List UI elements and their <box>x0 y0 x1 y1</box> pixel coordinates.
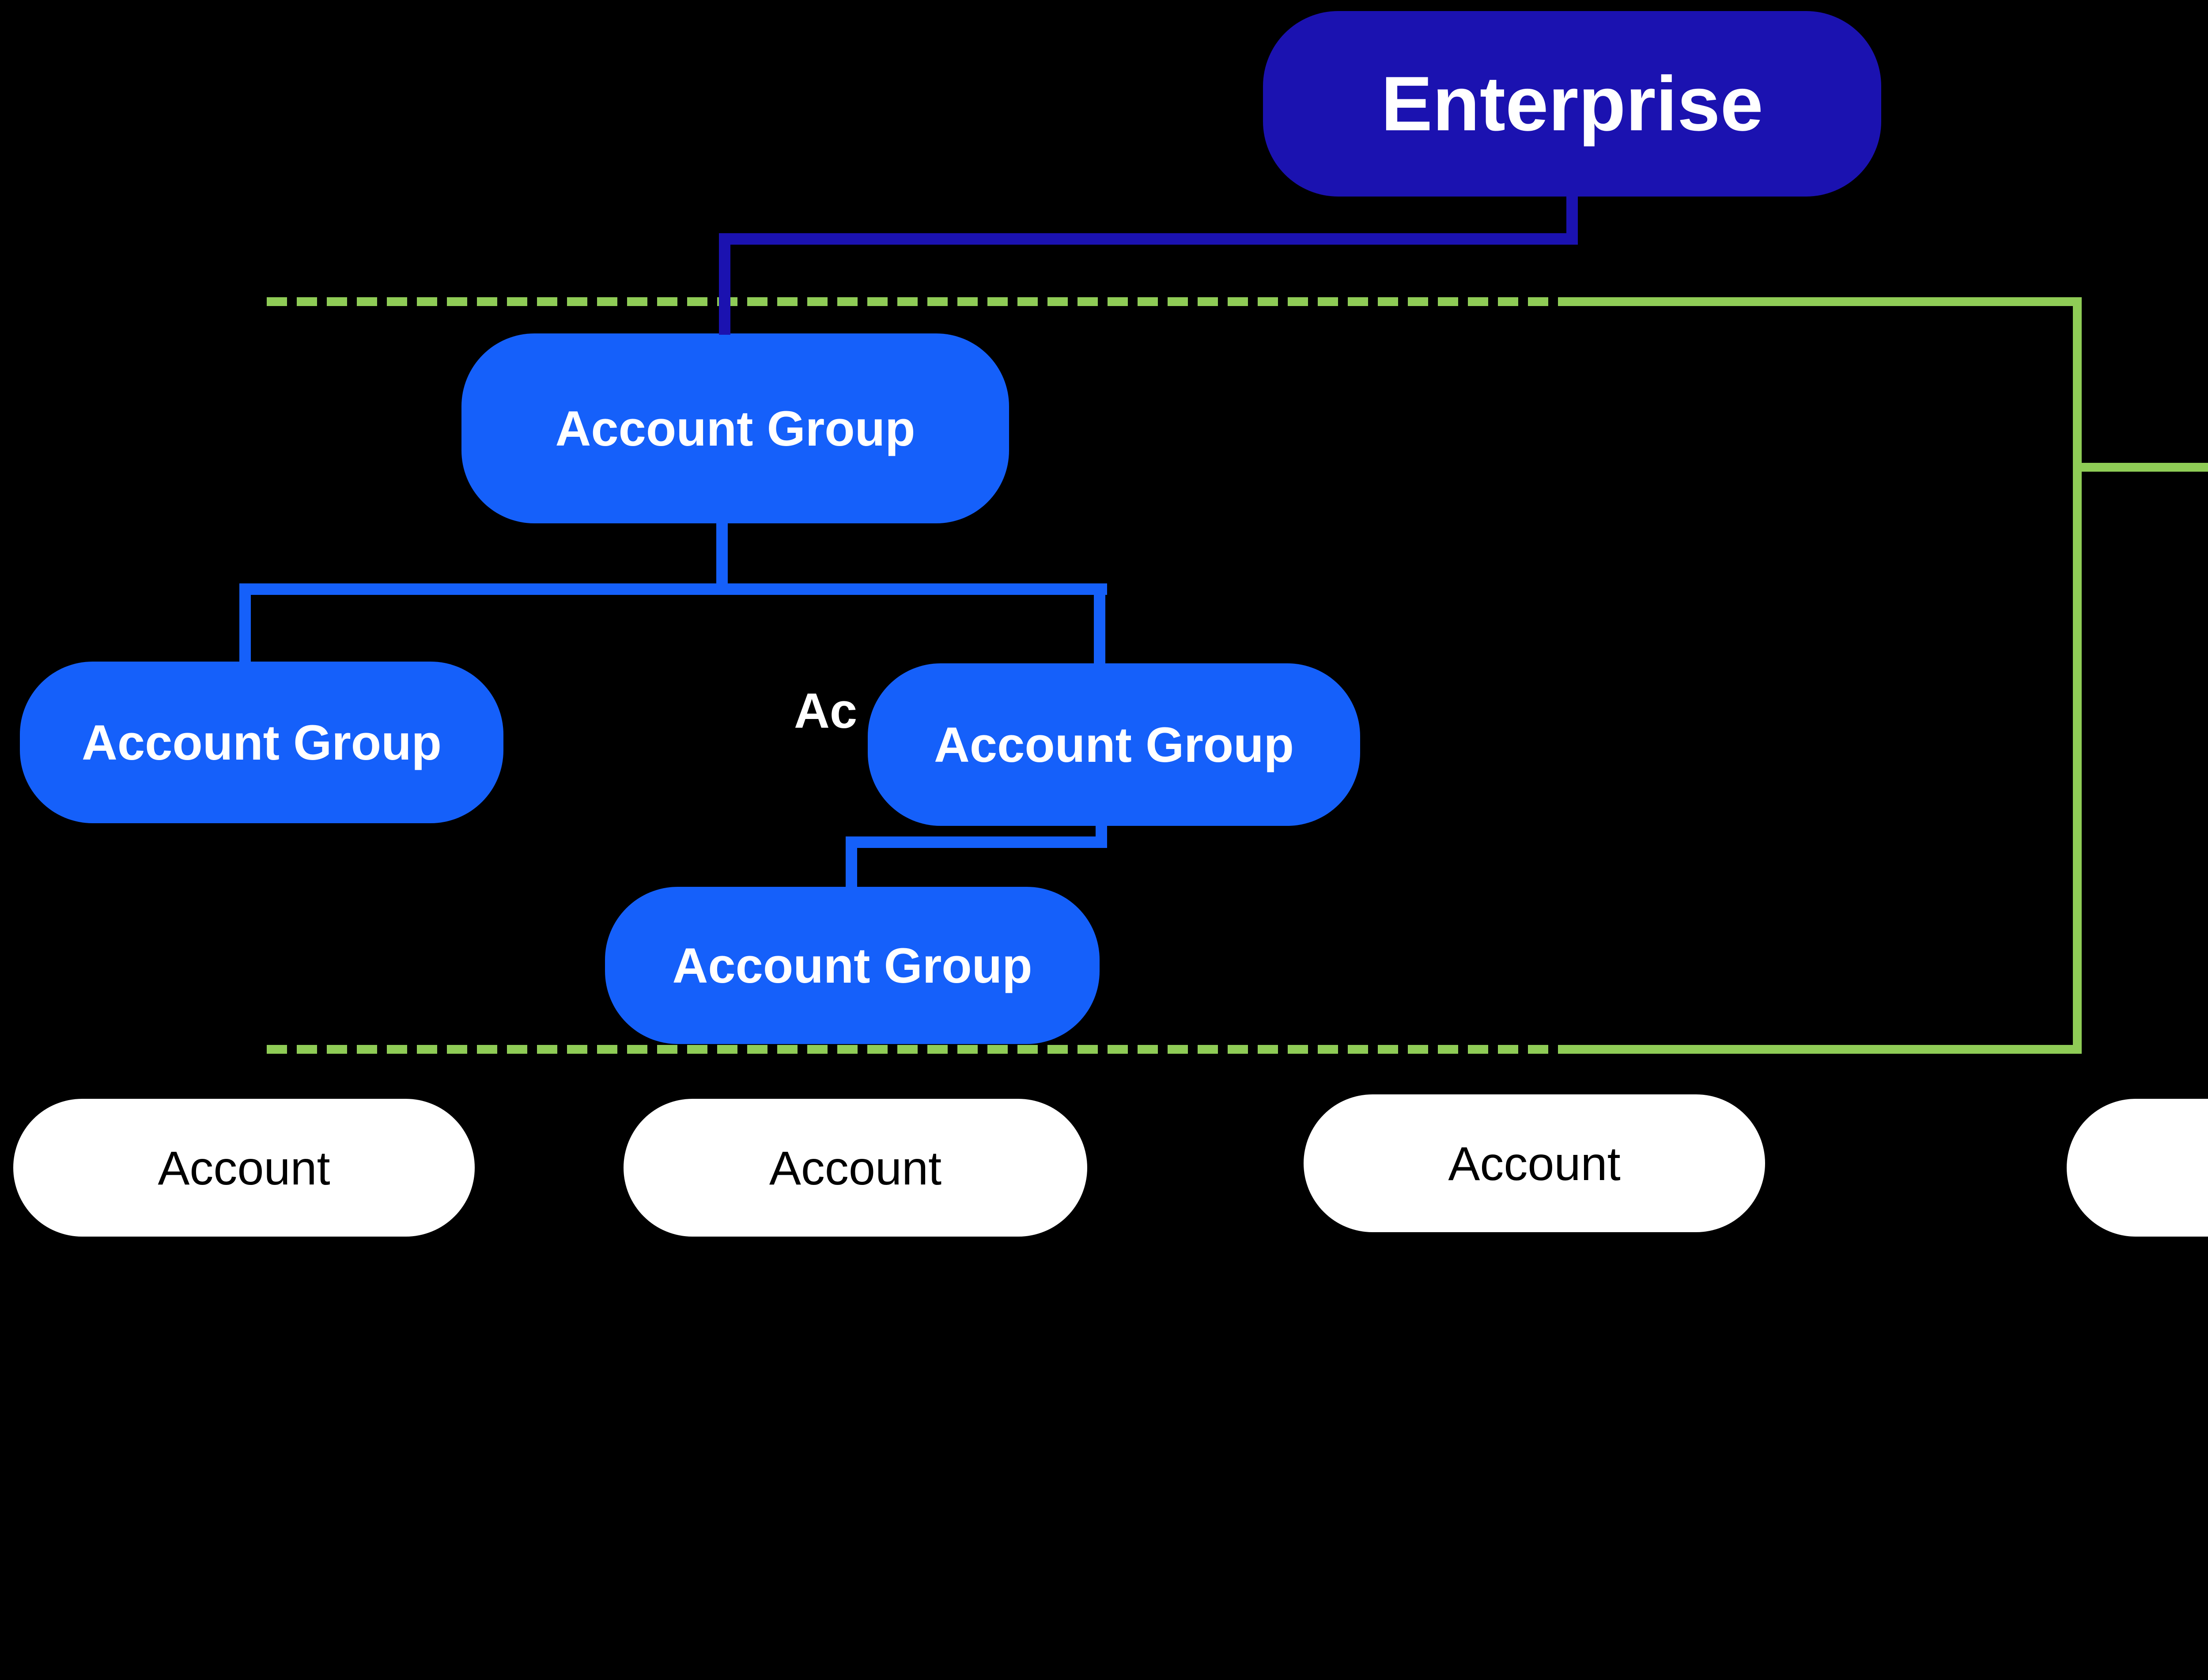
branch-to-group-left <box>239 583 251 662</box>
obscured-account-group-label: Ac <box>794 682 857 740</box>
enterprise-node: Enterprise <box>1263 11 1881 197</box>
account-group-label: Account Group <box>81 715 442 770</box>
account-group-node-left: Account Group <box>20 662 503 823</box>
boundary-top-dashed <box>267 297 1562 306</box>
elbow-to-nested-group <box>846 836 857 889</box>
boundary-top-solid <box>1562 297 2082 306</box>
account-node-1: Account <box>13 1099 475 1237</box>
enterprise-connector-horizontal <box>719 233 1578 245</box>
account-group-label: Account Group <box>672 938 1032 993</box>
account-group-node-nested: Account Group <box>605 887 1100 1044</box>
account-node-2: Account <box>624 1099 1087 1237</box>
account-group-label: Account Group <box>934 717 1294 772</box>
account-group-node-top: Account Group <box>461 333 1009 523</box>
enterprise-label: Enterprise <box>1381 61 1763 147</box>
connector-to-group-1 <box>719 233 730 335</box>
account-node-3: Account <box>1304 1094 1765 1232</box>
boundary-branch-right <box>2073 463 2208 472</box>
nested-elbow-horizontal <box>846 836 1107 848</box>
group-branch-horizontal <box>239 583 1107 595</box>
account-label: Account <box>158 1141 330 1195</box>
branch-to-group-right <box>1094 583 1105 665</box>
account-label: Account <box>769 1141 942 1195</box>
account-group-node-right: Account Group <box>868 663 1360 826</box>
boundary-bottom-dashed <box>267 1045 1569 1054</box>
boundary-right-vertical <box>2073 297 2082 1054</box>
account-group-label: Account Group <box>555 401 915 456</box>
account-label: Account <box>1448 1136 1621 1190</box>
group-1-connector-down <box>716 521 728 590</box>
account-node-4: Account <box>2067 1099 2208 1237</box>
obscured-label-text: Ac <box>794 683 858 738</box>
boundary-bottom-solid <box>1569 1045 2082 1054</box>
